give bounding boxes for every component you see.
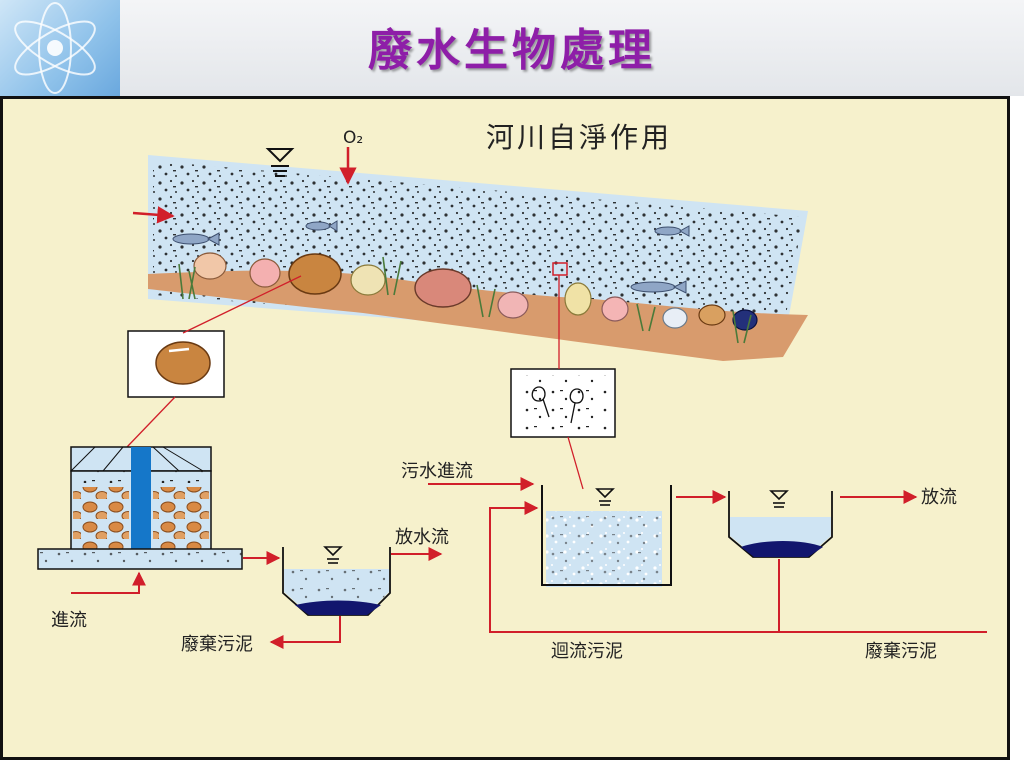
- wastewater-diagram: O₂ 河川自淨作用 進流: [37, 121, 987, 662]
- outflow-label: 放水流: [395, 527, 449, 548]
- rock-zoom-box: [127, 275, 302, 398]
- effluent-label: 放流: [921, 487, 957, 508]
- river-inflow-arrow: [132, 206, 175, 224]
- river-rocks: [193, 252, 758, 331]
- microbe-zoom-box: [510, 275, 616, 490]
- inflow-label: 進流: [51, 610, 87, 631]
- river-weeds: [178, 256, 752, 344]
- header-bar: 廢水生物處理: [0, 0, 1024, 96]
- aeration-tank: [541, 485, 672, 587]
- river-title: 河川自淨作用: [486, 121, 672, 154]
- river-section: O₂ 河川自淨作用: [132, 121, 808, 361]
- right-clarifier: [728, 490, 833, 558]
- return-sludge-line: [489, 501, 780, 633]
- left-sludge-arrow: [269, 616, 341, 649]
- left-settling-tank: [282, 546, 391, 616]
- page-title: 廢水生物處理: [368, 25, 656, 76]
- waste-sludge-left-label: 廢棄污泥: [181, 634, 253, 655]
- return-sludge-label: 迴流污泥: [551, 641, 623, 662]
- diagram-panel: O₂ 河川自淨作用 進流: [0, 96, 1010, 760]
- influent-label: 污水進流: [401, 461, 473, 482]
- trickling-filter: [37, 446, 243, 570]
- water-level-icon: [265, 148, 295, 177]
- waste-sludge-right-label: 廢棄污泥: [865, 641, 937, 662]
- filter-link-line: [126, 396, 176, 448]
- inflow-arrow: [71, 571, 146, 594]
- microbe-focus-marker: [552, 262, 568, 276]
- oxygen-label: O₂: [343, 128, 363, 148]
- atom-logo-icon: [0, 0, 120, 96]
- fish-group: [172, 220, 690, 294]
